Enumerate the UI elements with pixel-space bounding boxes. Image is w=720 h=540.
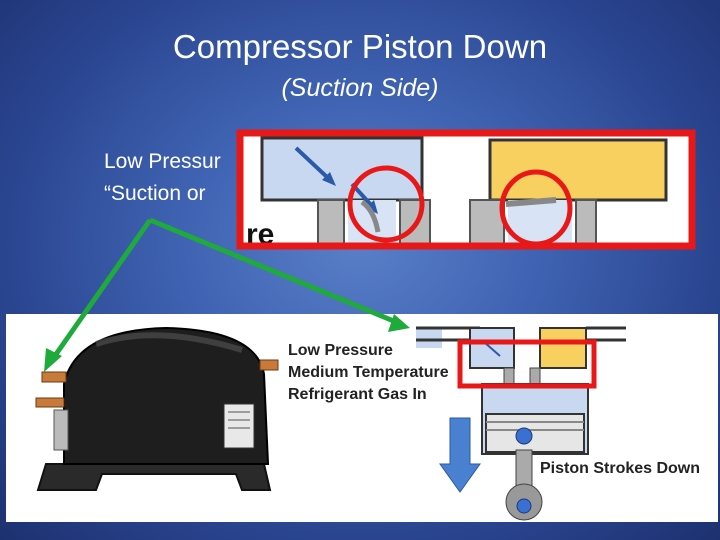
piston-down-arrow (439, 417, 481, 493)
zoom-red-frame (236, 129, 696, 250)
terminal-box (53, 409, 69, 451)
discharge-chamber (539, 327, 587, 369)
zoom-discharge-reed-valve (505, 197, 557, 207)
diagram-label-line-1: Low Pressure (288, 342, 393, 359)
compressor-base-plate (36, 463, 272, 491)
intake-pipe (416, 328, 442, 348)
zoom-discharge-chamber (488, 138, 668, 202)
compressor-image (35, 326, 279, 491)
zoom-flow-arrow-1 (294, 146, 330, 180)
zoom-flow-arrowhead-1 (322, 172, 336, 186)
crank-pin (516, 498, 532, 514)
diagram-label-line-2: Medium Temperature (288, 364, 449, 381)
bottom-panel: Low Pressure Medium Temperature Refriger… (6, 314, 718, 522)
piston-head (485, 413, 585, 453)
valve-wall-right (529, 367, 541, 385)
slide-title: Compressor Piston Down (172, 28, 548, 65)
side-text-line-1: Low Pressur (104, 150, 221, 173)
compressor-label-plate (223, 403, 255, 449)
piston-diagram (416, 326, 626, 521)
zoom-wall-3 (469, 199, 505, 245)
wrist-pin (515, 427, 533, 445)
zoom-flow-arrowhead-2 (366, 200, 378, 214)
discharge-valve-circle (499, 169, 573, 247)
discharge-pipe-stub (259, 359, 279, 371)
piston-strokes-down-label: Piston Strokes Down (540, 460, 701, 477)
slide-subtitle: (Suction Side) (281, 74, 439, 102)
valve-wall-left (503, 367, 515, 385)
valve-zoom-inset: re (236, 129, 696, 251)
process-pipe-stub (35, 397, 65, 408)
suction-pipe-stub (41, 371, 67, 383)
diagram-label-line-3: Refrigerant Gas In (288, 386, 427, 403)
zoom-wall-4 (575, 199, 597, 245)
zoom-wall-1 (317, 199, 345, 245)
side-text-line-2: “Suction or (104, 182, 206, 205)
